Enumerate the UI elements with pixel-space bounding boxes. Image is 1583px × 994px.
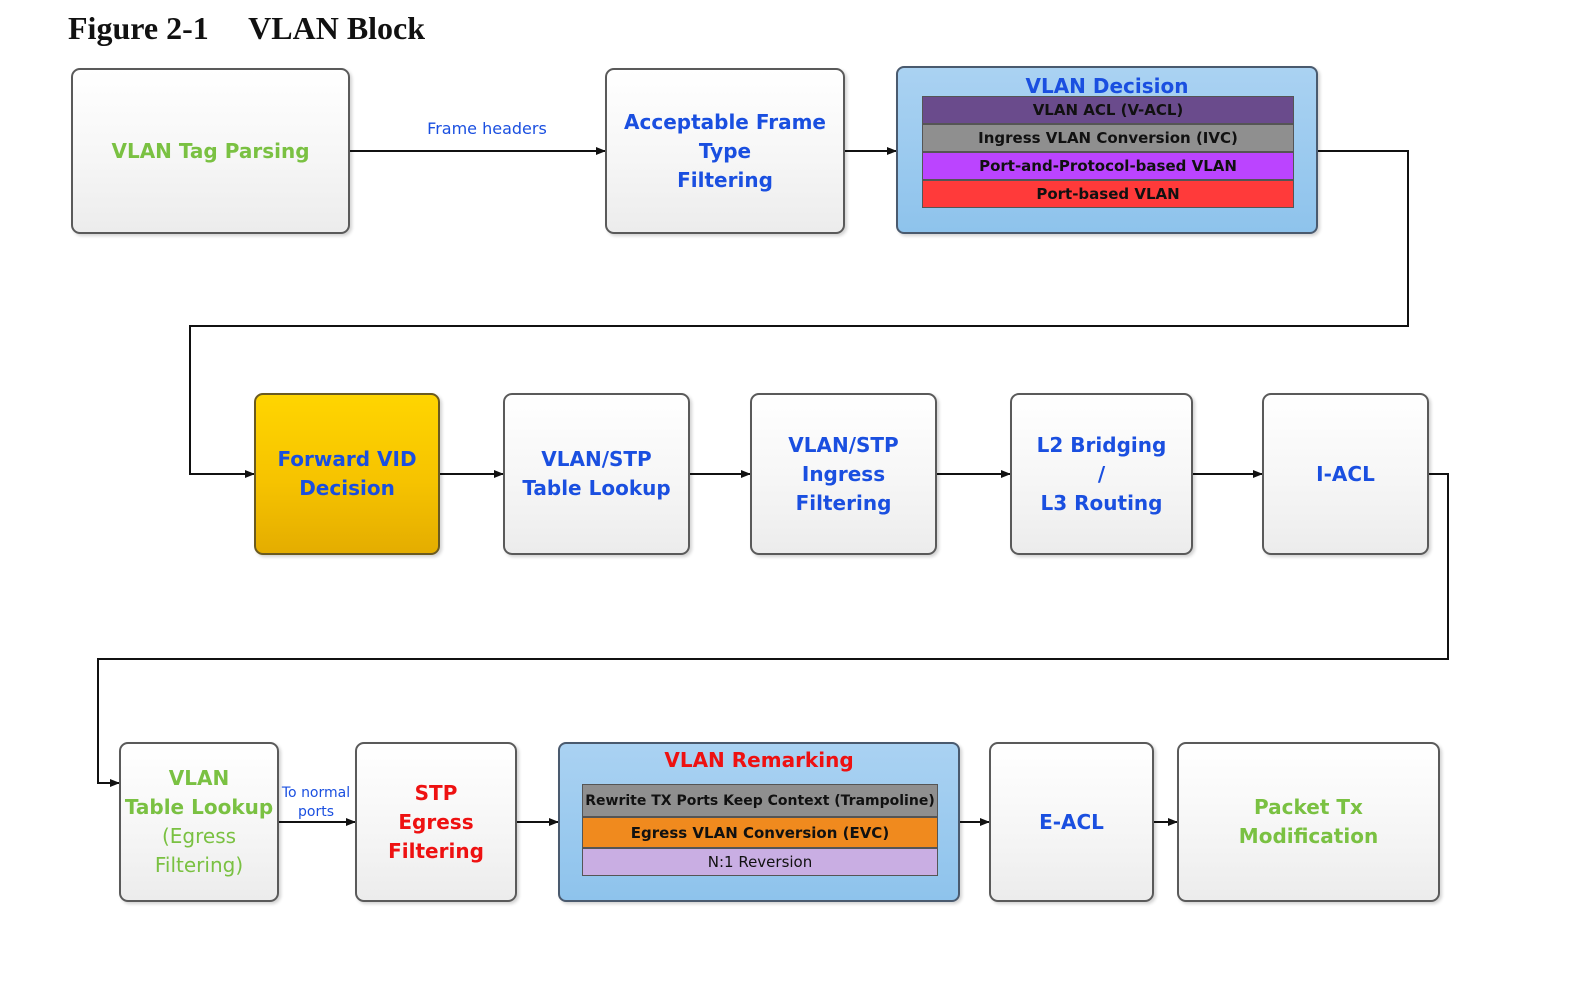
packet-tx-modification-box: Packet Tx Modification [1177, 742, 1440, 902]
evc-bar: Egress VLAN Conversion (EVC) [582, 817, 938, 848]
vlan-decision-group: VLAN Decision VLAN ACL (V-ACL) Ingress V… [896, 66, 1318, 234]
port-protocol-vlan-bar: Port-and-Protocol-based VLAN [922, 152, 1294, 180]
port-based-vlan-bar: Port-based VLAN [922, 180, 1294, 208]
port-protocol-vlan-label: Port-and-Protocol-based VLAN [979, 157, 1237, 175]
acceptable-frame-line-2: Filtering [677, 167, 773, 192]
vlan-table-line-2: Table Lookup [124, 795, 274, 819]
vlan-stp-ingress-line-2: Ingress Filtering [795, 461, 892, 515]
e-acl-label: E-ACL [1039, 809, 1104, 834]
packet-tx-line-2: Modification [1238, 824, 1379, 848]
v-acl-label: VLAN ACL (V-ACL) [1032, 101, 1184, 119]
stp-egress-line-2: Egress Filtering [388, 809, 484, 863]
l3-routing-line: L3 Routing [1040, 490, 1163, 515]
ivc-label: Ingress VLAN Conversion (IVC) [978, 129, 1238, 147]
vlan-table-line-3: (Egress Filtering) [154, 824, 244, 877]
vlan-remarking-title: VLAN Remarking [664, 748, 854, 772]
e-acl-box: E-ACL [989, 742, 1154, 902]
n1-reversion-label: N:1 Reversion [707, 853, 813, 871]
vlan-remarking-group: VLAN Remarking Rewrite TX Ports Keep Con… [558, 742, 960, 902]
forward-vid-decision-box: Forward VID Decision [254, 393, 440, 555]
vlan-table-lookup-egress-box: VLAN Table Lookup (Egress Filtering) [119, 742, 279, 902]
v-acl-bar: VLAN ACL (V-ACL) [922, 96, 1294, 124]
figure-caption: VLAN Block [248, 10, 426, 46]
packet-tx-line-1: Packet Tx [1254, 795, 1363, 819]
forward-vid-line-2: Decision [299, 476, 395, 500]
stp-egress-line-1: STP [414, 780, 458, 805]
vlan-stp-table-lookup-box: VLAN/STP Table Lookup [503, 393, 690, 555]
vlan-stp-lookup-line-1: VLAN/STP [541, 447, 652, 471]
stp-egress-filtering-box: STP Egress Filtering [355, 742, 517, 902]
to-normal-ports-label: To normal ports [278, 784, 354, 822]
vlan-table-line-1: VLAN [168, 766, 230, 790]
arrow-iacl-to-vlan-table [97, 473, 1449, 787]
vlan-tag-parsing-box: VLAN Tag Parsing [71, 68, 350, 234]
evc-label: Egress VLAN Conversion (EVC) [630, 823, 890, 842]
figure-number: Figure 2-1 [68, 10, 209, 46]
slash-line: / [1097, 461, 1106, 486]
vlan-tag-parsing-label: VLAN Tag Parsing [111, 138, 310, 163]
arrow-vlan-decision-to-forward-vid [189, 150, 1409, 478]
vlan-stp-ingress-line-1: VLAN/STP [788, 432, 899, 457]
vlan-stp-lookup-line-2: Table Lookup [522, 476, 671, 500]
acceptable-frame-type-box: Acceptable Frame Type Filtering [605, 68, 845, 234]
l2-bridging-l3-routing-box: L2 Bridging / L3 Routing [1010, 393, 1193, 555]
to-normal-line: To normal [281, 785, 351, 801]
ports-line: ports [298, 804, 334, 820]
l2-bridging-line: L2 Bridging [1036, 432, 1167, 457]
vlan-stp-ingress-filtering-box: VLAN/STP Ingress Filtering [750, 393, 937, 555]
trampoline-label: Rewrite TX Ports Keep Context (Trampolin… [585, 792, 935, 809]
n1-reversion-bar: N:1 Reversion [582, 848, 938, 876]
i-acl-box: I-ACL [1262, 393, 1429, 555]
forward-vid-line-1: Forward VID [277, 447, 417, 471]
frame-headers-label: Frame headers [427, 119, 547, 138]
i-acl-label: I-ACL [1316, 461, 1375, 486]
trampoline-bar: Rewrite TX Ports Keep Context (Trampolin… [582, 784, 938, 817]
acceptable-frame-line-1: Acceptable Frame Type [624, 109, 826, 163]
vlan-decision-title: VLAN Decision [1025, 74, 1189, 98]
figure-title: Figure 2-1 VLAN Block [68, 10, 425, 47]
ivc-bar: Ingress VLAN Conversion (IVC) [922, 124, 1294, 152]
port-based-vlan-label: Port-based VLAN [1036, 185, 1180, 203]
